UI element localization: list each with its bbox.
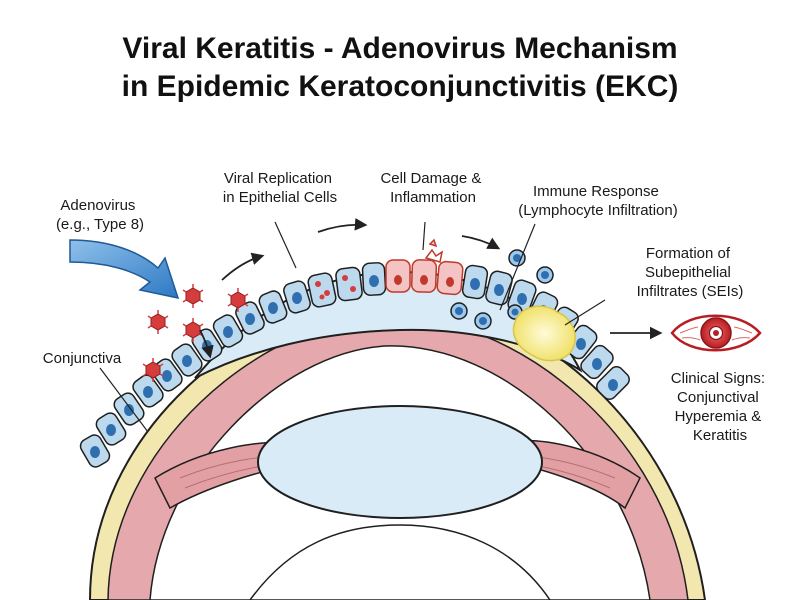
lymphocyte [536,266,554,284]
lymphocyte [508,249,526,267]
label-clinical-signs: Clinical Signs: Conjunctival Hyperemia &… [671,370,769,444]
damaged-cell-nuclei [394,275,454,287]
leader-lines [99,221,606,433]
virus-particle [182,318,204,342]
leader-immune [499,223,536,311]
arrow-to-immune [461,235,501,250]
lymphocyte [450,302,468,320]
cell-nuclei [90,275,618,458]
label-viral-replication: Viral Replication in Epithelial Cells [223,170,337,206]
cell-rupture [424,238,444,263]
page-title: Viral Keratitis - Adenovirus Mechanism i… [0,30,800,106]
epithelial-cell-infected [335,266,363,302]
title-line-2: in Epidemic Keratoconjunctivitis (EKC) [121,70,679,103]
leader-damage [422,221,426,251]
posterior-arc [249,524,551,600]
leader-conjunctiva [99,367,149,433]
virus-particle [182,284,204,308]
label-conjunctiva: Conjunctiva [43,350,122,367]
leader-seis [564,299,606,326]
process-arrows [199,218,663,359]
leader-replication [274,221,297,269]
virus-particle [147,310,169,334]
label-immune-response: Immune Response (Lymphocyte Infiltration… [518,183,678,219]
adenovirus-entry-arrow [69,239,180,300]
label-cell-damage: Cell Damage & Inflammation [380,170,485,206]
lymphocytes [450,249,554,330]
red-eye-icon [670,314,762,352]
arrow-to-replication [221,252,265,281]
epithelial-cell-infected [307,272,337,308]
arrow-into-epithelium [199,329,214,359]
label-adenovirus: Adenovirus (e.g., Type 8) [56,197,144,233]
subepithelial-infiltrate [512,305,576,362]
arrow-to-damage [317,218,368,233]
lens [257,405,543,519]
virus-particle [227,288,249,312]
virus-particle [142,358,164,382]
label-seis: Formation of Subepithelial Infiltrates (… [637,245,744,300]
intracellular-viruses [315,275,356,300]
title-line-1: Viral Keratitis - Adenovirus Mechanism [122,32,678,65]
adenovirus-particles [142,284,249,382]
lymphocyte [474,312,492,330]
